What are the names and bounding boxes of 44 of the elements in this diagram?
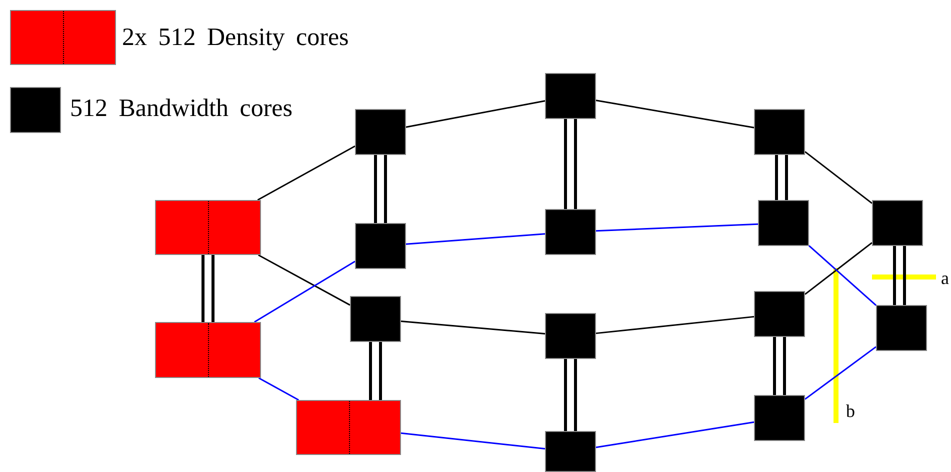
bandwidth-core-block <box>754 291 805 337</box>
bandwidth-core-block <box>350 296 401 342</box>
double-link <box>369 340 382 402</box>
link-line <box>257 145 356 201</box>
bandwidth-core-block <box>545 313 596 359</box>
bandwidth-core-block <box>872 200 923 246</box>
double-link <box>893 244 906 306</box>
double-link <box>374 154 387 224</box>
double-link <box>564 118 577 210</box>
double-link <box>564 358 577 432</box>
density-core-block <box>155 322 261 378</box>
bandwidth-core-block <box>876 305 927 351</box>
link-line <box>804 346 876 400</box>
bandwidth-core-block <box>754 395 805 441</box>
link-line <box>596 223 758 232</box>
link-line <box>258 254 350 306</box>
link-line <box>254 260 356 323</box>
double-link <box>773 336 786 396</box>
density-core-block <box>155 200 261 255</box>
cut-label: a <box>941 269 949 287</box>
link-line <box>258 377 299 401</box>
bandwidth-core-block <box>355 223 406 269</box>
bandwidth-core-block <box>545 431 596 472</box>
double-link <box>202 254 214 324</box>
link-line <box>596 316 754 334</box>
link-line <box>406 233 546 245</box>
link-line <box>596 421 754 448</box>
legend-label: 512 Bandwidth cores <box>70 96 292 121</box>
link-line <box>406 100 546 128</box>
link-line <box>400 320 546 335</box>
link-line <box>808 245 876 306</box>
link-line <box>596 100 754 128</box>
link-line <box>400 432 546 450</box>
cut-label: b <box>846 402 855 420</box>
bandwidth-core-block <box>754 109 805 155</box>
legend-label: 2x 512 Density cores <box>122 25 349 50</box>
link-line <box>804 151 872 204</box>
bandwidth-core-block <box>545 73 596 119</box>
bandwidth-core-block <box>758 200 809 246</box>
density-core-block <box>296 400 401 455</box>
bandwidth-core-block <box>355 109 406 155</box>
bandwidth-core-block <box>545 209 596 255</box>
double-link <box>775 154 788 202</box>
link-line <box>804 242 872 295</box>
